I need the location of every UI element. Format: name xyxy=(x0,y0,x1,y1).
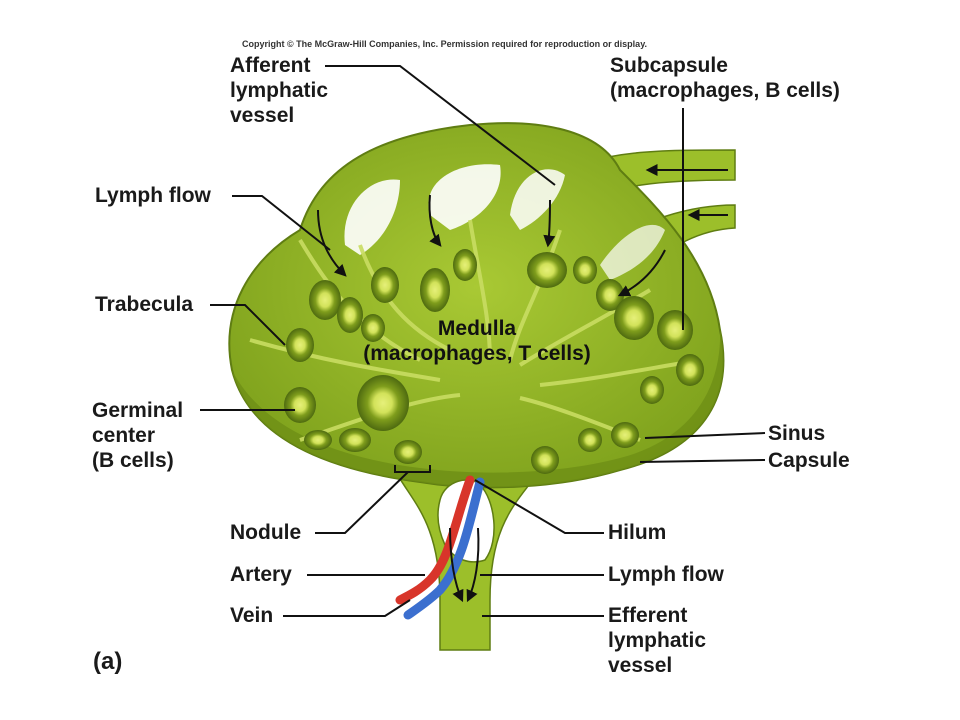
leader-trabecula xyxy=(210,304,286,346)
leader-capsule xyxy=(639,459,766,463)
label-nodule: Nodule xyxy=(230,521,302,544)
label-germinal-center: Germinal center (B cells) xyxy=(92,399,184,472)
label-hilum: Hilum xyxy=(608,521,667,544)
vein-vessel xyxy=(403,477,485,620)
label-medulla: Medulla (macrophages, T cells) xyxy=(363,317,591,365)
artery-vessel xyxy=(395,475,475,605)
label-efferent-lymphatic-vessel: Efferent lymphatic vessel xyxy=(608,604,707,677)
leader-hilum xyxy=(474,479,604,534)
label-vein: Vein xyxy=(230,604,274,627)
label-capsule: Capsule xyxy=(768,449,850,472)
leader-sinus xyxy=(644,432,766,439)
leader-lymph-flow-top xyxy=(232,195,331,251)
leader-vein xyxy=(283,599,411,617)
copyright-notice: Copyright © The McGraw-Hill Companies, I… xyxy=(242,39,648,49)
label-sinus: Sinus xyxy=(768,422,826,445)
label-lymph-flow-bottom: Lymph flow xyxy=(608,563,724,586)
label-subcapsule: Subcapsule (macrophages, B cells) xyxy=(610,54,840,102)
label-afferent-lymphatic-vessel: Afferent lymphatic vessel xyxy=(230,54,329,127)
leader-nodule xyxy=(315,471,409,534)
label-artery: Artery xyxy=(230,563,292,586)
label-lymph-flow-top: Lymph flow xyxy=(95,184,211,207)
nodule-bracket xyxy=(394,465,431,473)
label-trabecula: Trabecula xyxy=(95,293,194,316)
panel-label: (a) xyxy=(93,648,123,675)
leader-afferent xyxy=(325,65,556,186)
nodules xyxy=(284,249,704,474)
